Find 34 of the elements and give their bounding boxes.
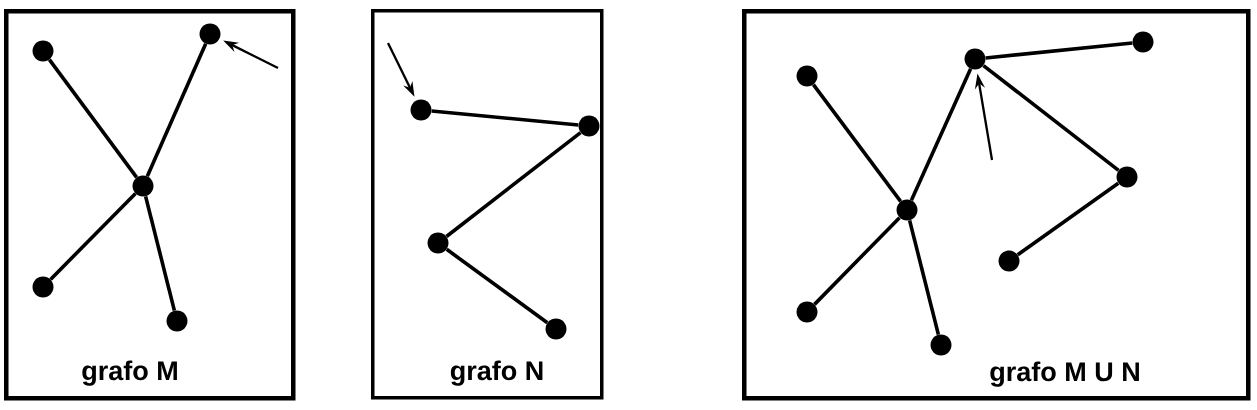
graph-vertex [796, 301, 818, 323]
graph-vertex [796, 65, 818, 87]
graph-vertex [998, 250, 1020, 272]
graph-vertex [1132, 31, 1154, 53]
graph-vertex [199, 23, 221, 45]
graph-vertex [545, 318, 567, 340]
graph-panel: grafo M U N [742, 9, 1251, 401]
graph-edge [985, 41, 1133, 60]
graph-vertex [427, 232, 449, 254]
graph-edge [445, 247, 549, 325]
graph-edge [909, 68, 973, 201]
graph-edge [811, 83, 903, 203]
graph-edge [982, 64, 1120, 172]
graph-vertex [1116, 166, 1138, 188]
graph-vertex [410, 99, 432, 121]
graph-edge [445, 131, 582, 238]
graph-vertex [930, 334, 952, 356]
graph-edge [49, 192, 137, 281]
graph-vertex [578, 115, 600, 137]
graph-edge [907, 219, 941, 336]
graph-edge [47, 58, 139, 179]
graph-edge [1016, 181, 1120, 257]
graph-vertex [32, 276, 54, 298]
graph-edge [431, 109, 579, 127]
graph-panel: grafo N [371, 9, 604, 400]
graph-edge [143, 195, 177, 312]
graph-vertex [896, 199, 918, 221]
graph-vertex [964, 48, 986, 70]
graph-vertex [32, 40, 54, 62]
graph-vertex [166, 310, 188, 332]
graph-panel: grafo M [4, 9, 296, 401]
graph-edge [145, 43, 208, 177]
graph-vertex [132, 175, 154, 197]
graph-edge [813, 216, 901, 306]
